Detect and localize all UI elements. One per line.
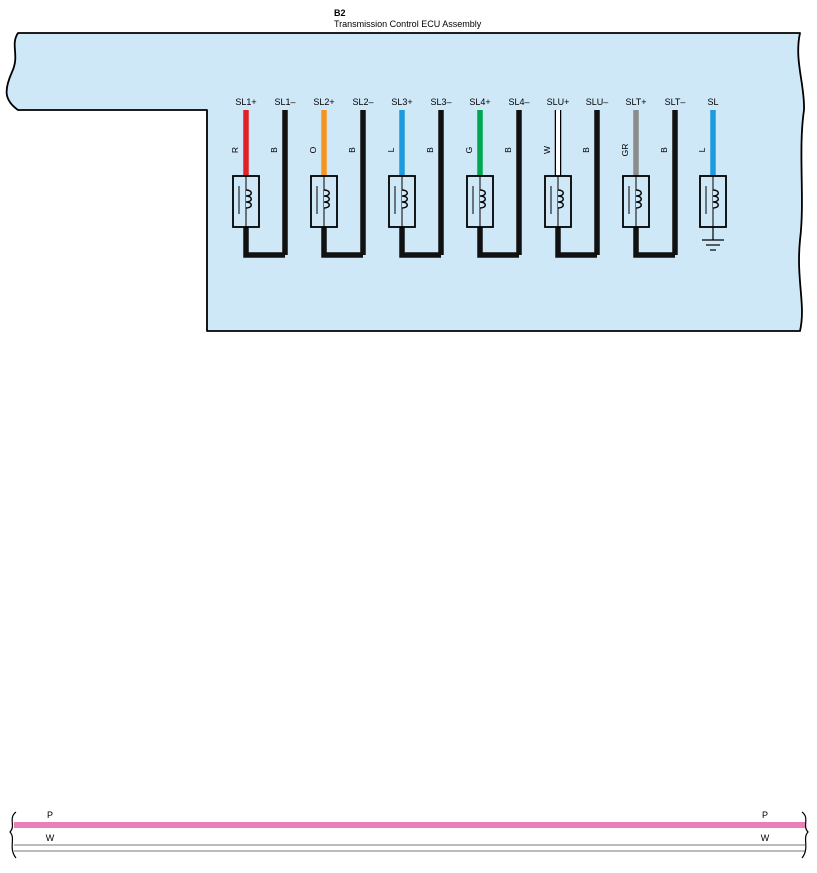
wire-color-label: GR (620, 144, 630, 157)
pin-label: SL2– (352, 97, 373, 107)
wire-color-label: O (308, 146, 318, 153)
pin-label: SL2+ (313, 97, 334, 107)
wire-color-label: B (581, 147, 591, 153)
pin-label: SLT– (665, 97, 686, 107)
pin-label: SL4+ (469, 97, 490, 107)
component-name: Transmission Control ECU Assembly (334, 19, 482, 29)
pin-label: SL4– (508, 97, 529, 107)
pin-label: SL1+ (235, 97, 256, 107)
solenoid-coil (323, 189, 330, 209)
wire-return (243, 227, 285, 258)
ecu-body (5, 32, 805, 332)
solenoid-1: SL1+ SL1– R B (230, 97, 296, 258)
pin-label: SLU+ (547, 97, 570, 107)
solenoid-4: SL4+ SL4– G B (464, 97, 530, 258)
harness-label-right: P (762, 810, 768, 820)
solenoid-coil (479, 189, 486, 209)
solenoid-coil (712, 189, 719, 209)
solenoid-sl: SL L (697, 97, 727, 251)
wire-color-label: B (269, 147, 279, 153)
solenoid-coil (401, 189, 408, 209)
solenoid-6: SLT+ SLT– GR B (620, 97, 686, 258)
pin-label: SL (707, 97, 718, 107)
harness-label-left: P (47, 810, 53, 820)
wire-color-label: B (659, 147, 669, 153)
wire-color-label: L (386, 147, 396, 152)
pin-label: SLU– (586, 97, 609, 107)
wire-color-label: L (697, 147, 707, 152)
break-mark (801, 811, 809, 859)
wire-color-label: B (425, 147, 435, 153)
wire-return (633, 227, 675, 258)
bottom-harness: P P W W (9, 810, 809, 859)
solenoid-coil (635, 189, 642, 209)
solenoid-2: SL2+ SL2– O B (308, 97, 374, 258)
wire-return (399, 227, 441, 258)
solenoid-5: SLU+ SLU– W B (542, 97, 609, 258)
solenoid-3: SL3+ SL3– L B (386, 97, 452, 258)
harness-label-left: W (46, 833, 55, 843)
wire-color-label: R (230, 147, 240, 153)
pin-label: SL1– (274, 97, 295, 107)
wire-return (321, 227, 363, 258)
component-code: B2 (334, 8, 346, 18)
wire-color-label: B (347, 147, 357, 153)
pin-label: SL3– (430, 97, 451, 107)
wire-color-label: B (503, 147, 513, 153)
solenoid-channels: SL1+ SL1– R B SL2+ SL2– O B SL3+ SL3– L B SL4+ SL4– G B… (230, 97, 727, 258)
solenoid-coil (557, 189, 564, 209)
pin-label: SL3+ (391, 97, 412, 107)
wire-color-label: W (542, 146, 552, 154)
pin-label: SLT+ (625, 97, 646, 107)
wire-color-label: G (464, 147, 474, 154)
harness-label-right: W (761, 833, 770, 843)
solenoid-coil (245, 189, 252, 209)
wire-return (477, 227, 519, 258)
break-mark (9, 811, 17, 859)
wire-return (555, 227, 597, 258)
